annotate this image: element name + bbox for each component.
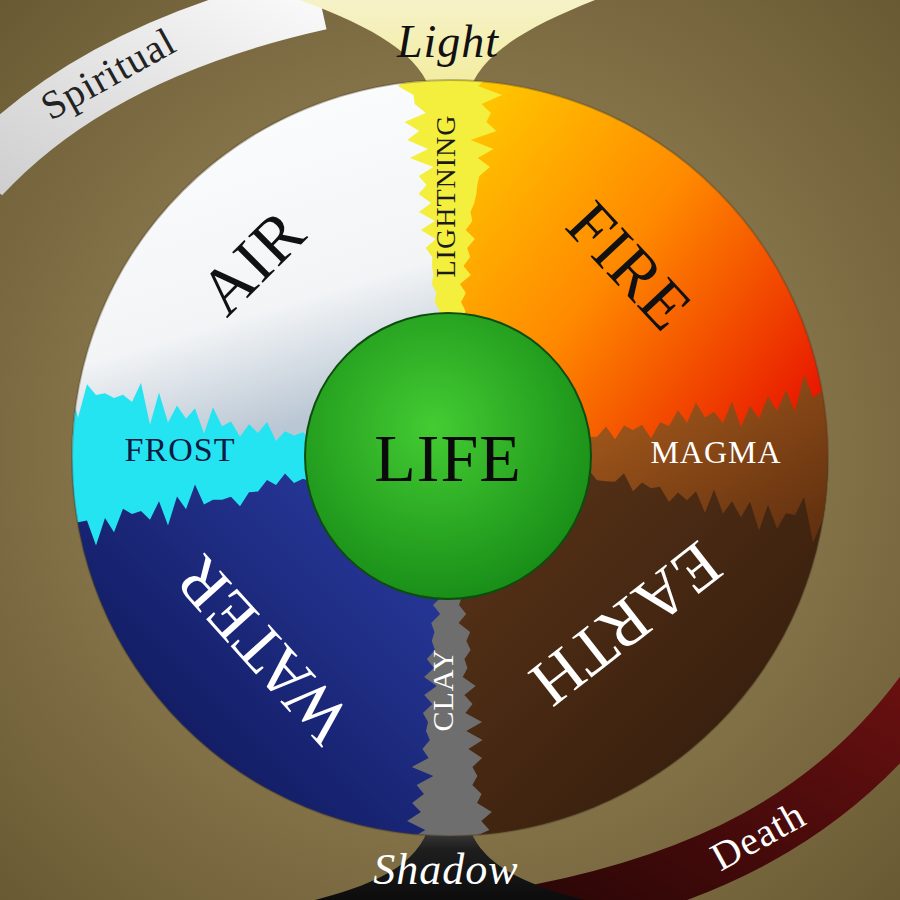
spiritual-band-label: Spiritual (30, 17, 187, 131)
lightning-band (398, 59, 503, 338)
light-funnel-label: Light (393, 17, 503, 67)
life-circle (305, 313, 591, 599)
frost-band-label: FROST (121, 431, 240, 469)
shadow-funnel-label: Shadow (369, 846, 522, 894)
earth-quadrant-label: EARTH (514, 526, 738, 722)
frost-band (51, 358, 330, 545)
element-name: MAGMA (650, 436, 781, 468)
wheel (51, 59, 849, 857)
jagged-bands (51, 59, 849, 857)
element-name: FROST (125, 433, 236, 467)
clay-band (402, 578, 497, 857)
element-name: FIRE (556, 190, 705, 343)
magma-band-label: MAGMA (646, 434, 785, 470)
element-name: WATER (162, 544, 362, 755)
clay-band-label: CLAY (426, 645, 460, 736)
element-name: Shadow (373, 848, 518, 892)
element-name: Light (397, 19, 499, 65)
magma-band (570, 372, 849, 543)
element-name: LIGHTNING (432, 115, 460, 278)
life-circle-label: LIFE (370, 422, 526, 494)
element-name: Death (704, 794, 811, 878)
water-quadrant-label: WATER (158, 540, 366, 760)
lightning-band-label: LIGHTNING (430, 111, 462, 282)
fire-quadrant-label: FIRE (552, 185, 709, 346)
element-name: AIR (187, 197, 316, 326)
death-band-label: Death (700, 790, 816, 881)
wheel-rim (72, 80, 828, 836)
element-name: CLAY (428, 649, 458, 732)
element-name: EARTH (519, 530, 734, 718)
element-name: LIFE (374, 424, 522, 492)
air-quadrant-label: AIR (183, 193, 321, 331)
element-name: Spiritual (34, 21, 182, 127)
